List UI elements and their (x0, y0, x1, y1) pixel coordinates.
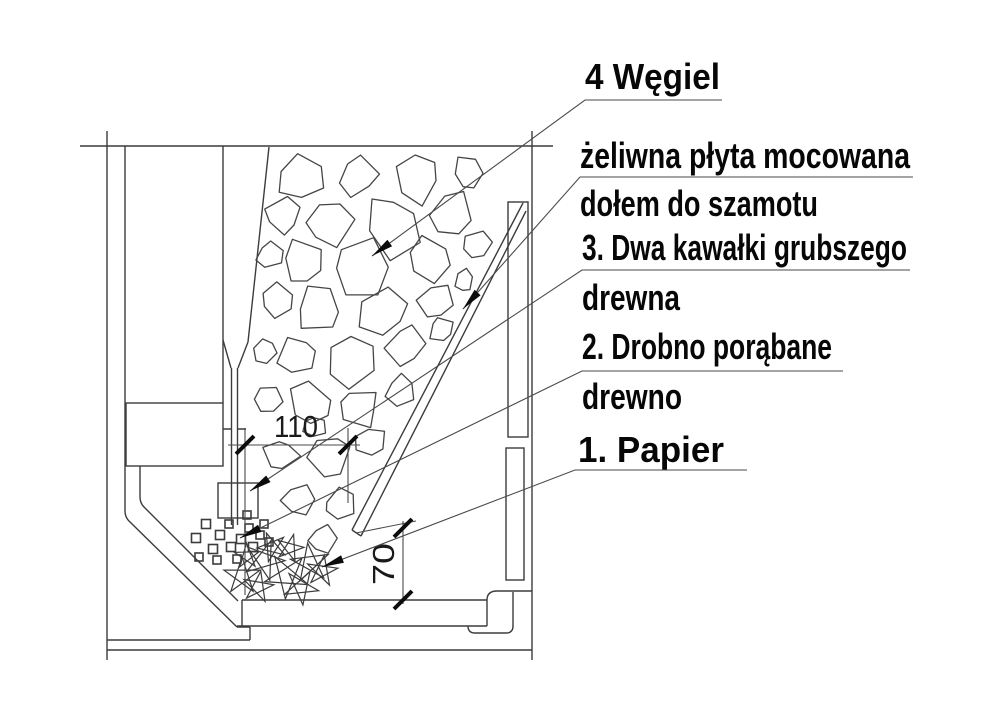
coal-stone (276, 336, 316, 373)
leader-arrow-thick-wood (250, 475, 271, 491)
coal-stone (299, 285, 340, 329)
hearth-slab (237, 599, 488, 627)
paper-star (232, 541, 262, 569)
label-thick-wood-line2: drewna (582, 277, 681, 318)
paper-star (222, 555, 262, 593)
leader-paper (321, 469, 747, 568)
coal-stone (429, 317, 454, 342)
dim-70-tick-bottom (392, 589, 414, 611)
wood-square (214, 529, 226, 541)
coal-stone (307, 523, 338, 554)
label-plate-line1: żeliwna płyta mocowana (580, 135, 911, 176)
label-coal: 4 Węgiel (585, 56, 720, 97)
coal-stone (354, 428, 386, 456)
annotation-labels: 4 Węgiel żeliwna płyta mocowana dołem do… (578, 56, 911, 470)
paper-star (282, 569, 321, 607)
coal-stone (255, 240, 284, 268)
coal-stone (409, 234, 451, 285)
wood-square (190, 532, 202, 544)
paper-star (242, 569, 276, 604)
right-wall-slot-lower (505, 447, 525, 581)
coal-stone (415, 284, 454, 318)
dim-110-label: 110 (274, 409, 318, 444)
coal-stone (262, 441, 302, 470)
paper-star (305, 553, 340, 587)
coal-stone (289, 380, 332, 425)
label-thick-wood-line1: 3. Dwa kawałki grubszego (582, 227, 907, 268)
chopped-wood-pieces (190, 510, 274, 565)
label-paper: 1. Papier (578, 429, 724, 470)
coal-stone (278, 153, 325, 199)
leader-arrow-chopped-wood (240, 524, 262, 538)
dimension-70: 70 (355, 517, 417, 611)
coal-stone (279, 484, 316, 516)
coal-stone (383, 324, 427, 368)
coal-stone (340, 391, 377, 429)
label-plate-line2: dołem do szamotu (580, 183, 818, 224)
paper-star (276, 532, 306, 563)
label-chopped-wood-line1: 2. Drobno porąbane (582, 326, 832, 367)
leader-arrow-plate (463, 289, 481, 309)
right-lip (486, 590, 532, 601)
leader-chopped-wood (239, 370, 843, 539)
coal-stone (305, 203, 356, 249)
leader-thick-wood (249, 269, 910, 492)
paper-star (262, 554, 311, 601)
wood-square (224, 519, 234, 529)
dim-70-tick-top (392, 517, 414, 539)
leader-arrow-paper (322, 555, 344, 567)
coal-stone (253, 338, 278, 365)
coal-stone (358, 286, 409, 336)
wood-square (225, 541, 237, 553)
thick-wood-block (217, 482, 259, 519)
coal-stone (302, 417, 327, 437)
dim-110-tick-left (234, 434, 256, 456)
dim-110-tick-right (337, 434, 359, 456)
crumpled-paper-ball (222, 531, 340, 607)
dim-110-extension-lines (244, 428, 349, 595)
coal-stone (454, 156, 484, 189)
leader-arrow-coal (372, 239, 393, 256)
wood-square (194, 552, 204, 562)
coal-stone (253, 386, 284, 412)
leader-coal (371, 99, 722, 257)
left-inner-wall (124, 146, 238, 628)
coal-stone (428, 190, 472, 235)
dim-70-label: 70 (366, 543, 401, 585)
coal-stone (338, 154, 381, 199)
label-chopped-wood-line2: drewno (582, 376, 682, 417)
coal-stone (384, 372, 415, 407)
leader-lines (239, 99, 913, 568)
wood-square (207, 543, 219, 555)
coal-stone (262, 281, 294, 320)
dimension-110: 110 (228, 409, 360, 595)
coal-stone (463, 230, 494, 259)
paper-star (255, 531, 287, 564)
paper-star (244, 538, 287, 583)
wood-square (212, 555, 222, 565)
inner-slope-wall (139, 466, 239, 602)
coal-stone (285, 238, 322, 282)
cleanout-door (125, 402, 224, 467)
coal-stone (454, 267, 474, 291)
right-hook-profile (467, 592, 514, 634)
coal-stone (264, 195, 301, 236)
stove-structure (80, 131, 553, 660)
base-lines (107, 626, 532, 651)
coal-stone (395, 154, 437, 207)
chute-left-wall (247, 146, 270, 343)
wood-square (242, 510, 252, 520)
coal-stone (335, 237, 389, 296)
nozzle-funnel (222, 339, 249, 525)
coal-stone (329, 335, 375, 390)
coal-stone (368, 198, 421, 262)
wood-square (200, 518, 212, 530)
coal-stone (325, 486, 355, 520)
coal-stone (306, 438, 351, 478)
leader-plate (462, 176, 913, 310)
coal-stones (253, 153, 494, 554)
